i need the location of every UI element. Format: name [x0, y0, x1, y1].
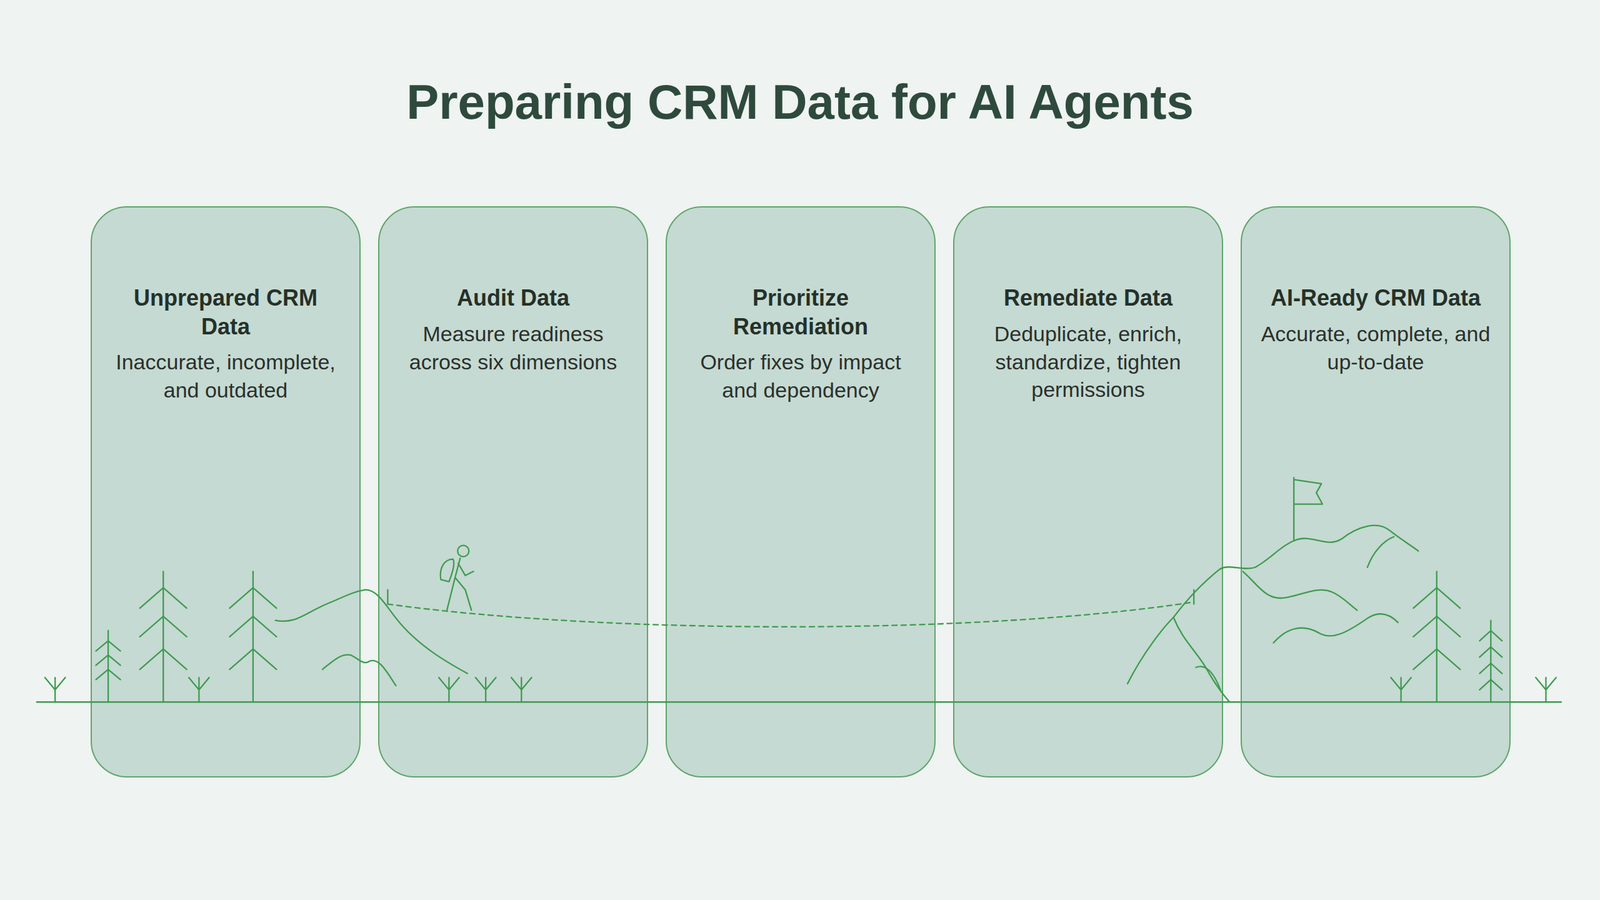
- box-description: Accurate, complete, and up-to-date: [1260, 320, 1492, 377]
- process-box: Prioritize RemediationOrder fixes by imp…: [665, 206, 936, 778]
- box-heading: AI-Ready CRM Data: [1263, 283, 1489, 313]
- box-description: Inaccurate, incomplete, and outdated: [110, 348, 342, 405]
- box-heading: Unprepared CRM Data: [113, 283, 339, 341]
- process-box: Unprepared CRM DataInaccurate, incomplet…: [90, 206, 361, 778]
- box-description: Measure readiness across six dimensions: [397, 320, 629, 377]
- box-heading: Prioritize Remediation: [688, 283, 914, 341]
- process-box: AI-Ready CRM DataAccurate, complete, and…: [1240, 206, 1511, 778]
- process-box: Remediate DataDeduplicate, enrich, stand…: [953, 206, 1224, 778]
- box-heading: Remediate Data: [975, 283, 1201, 313]
- box-description: Order fixes by impact and dependency: [685, 348, 917, 405]
- box-heading: Audit Data: [400, 283, 626, 313]
- box-description: Deduplicate, enrich, standardize, tighte…: [972, 320, 1204, 405]
- diagram-title: Preparing CRM Data for AI Agents: [0, 73, 1600, 131]
- process-box: Audit DataMeasure readiness across six d…: [378, 206, 649, 778]
